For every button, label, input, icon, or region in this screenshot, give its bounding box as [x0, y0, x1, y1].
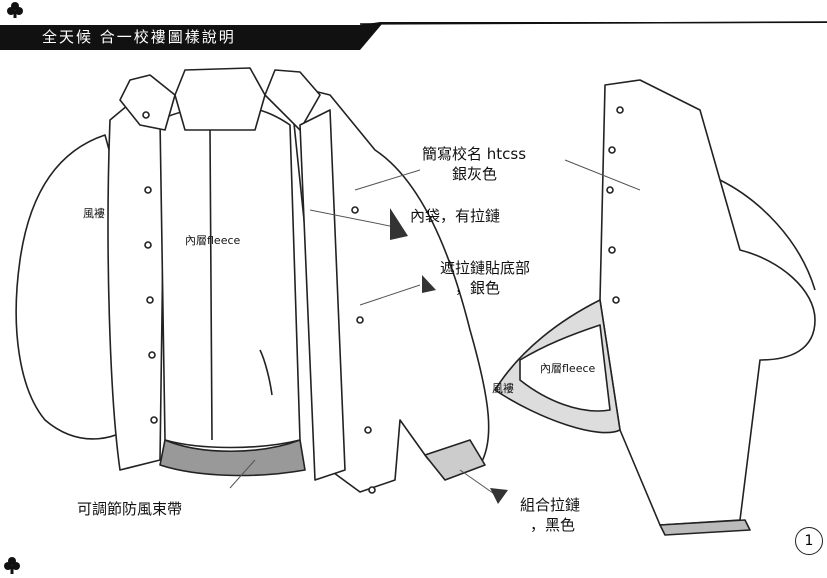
zip-cover-color-label: ，銀色: [455, 279, 501, 297]
emblem-label: 簡寫校名 htcss: [422, 145, 527, 163]
inner-fleece-label: 內層fleece: [185, 234, 241, 247]
front-jacket-drawing: [15, 67, 490, 494]
club-icon: [7, 2, 23, 18]
inner-pocket-label: 內袋，有拉鏈: [410, 207, 501, 225]
back-inner-fleece-label: 內層fleece: [540, 362, 596, 375]
header-title: 全天候 合一校褸圖樣說明: [42, 28, 236, 46]
combined-zip-color-label: ，黑色: [530, 516, 576, 534]
back-windbreaker-label: 風褸: [492, 382, 514, 395]
back-jacket-drawing: [494, 79, 816, 536]
page-number-badge: 1: [795, 527, 823, 555]
header-bar: [0, 22, 827, 50]
leader-lines: [229, 159, 641, 499]
windbreaker-label: 風褸: [83, 207, 105, 220]
arrow-pointer-zip-cover: [422, 275, 436, 293]
zip-cover-label: 遮拉鏈貼底部: [440, 259, 531, 277]
club-icon-bottom: [4, 557, 20, 574]
combined-zip-label: 組合拉鏈: [520, 496, 581, 514]
drawstring-label: 可調節防風束帶: [77, 500, 183, 518]
emblem-color-label: 銀灰色: [452, 165, 498, 183]
arrow-pointer-pocket: [390, 208, 408, 240]
arrow-pointer-combined-zip: [490, 488, 508, 504]
